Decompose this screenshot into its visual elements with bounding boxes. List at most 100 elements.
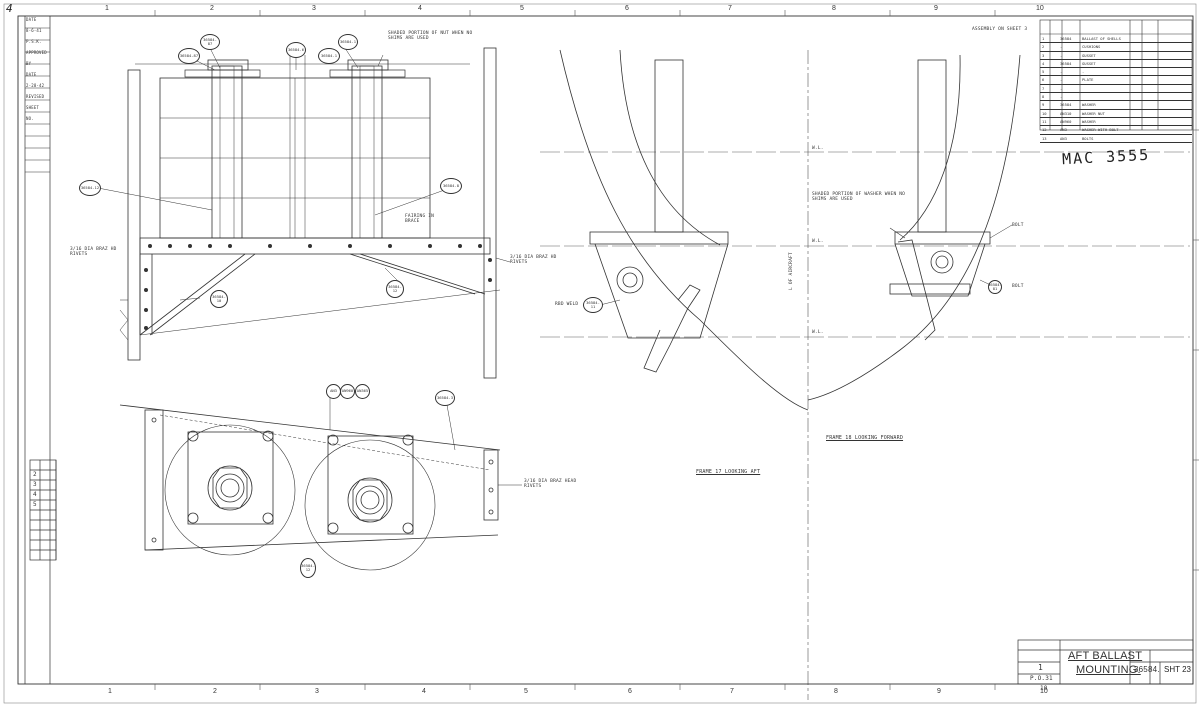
callout-bubble: AN960 xyxy=(340,384,355,399)
title-scale: P.O.31 xyxy=(1030,675,1053,682)
rev-date2-value: 2-28-42 xyxy=(26,83,45,88)
zone-bottom-6: 6 xyxy=(628,688,632,695)
zone-top-8: 8 xyxy=(832,5,836,12)
parts-list-cell-no: 2 xyxy=(1042,44,1045,50)
side-table-row-4: 5 xyxy=(33,501,37,508)
parts-list-table xyxy=(1039,19,1193,131)
zone-top-10: 10 xyxy=(1036,5,1044,12)
parts-list-row: 5-- xyxy=(1040,68,1192,77)
title-line-2: MOUNTING. xyxy=(1076,664,1141,676)
parts-list-row: 9 36584 WASHER xyxy=(1040,101,1192,110)
callout-bubble: 36584-8 xyxy=(440,178,462,194)
revision-column-text: DATE 8-6-41 P.S.K. APPROVED BY DATE 2-28… xyxy=(26,18,50,121)
parts-list-cell-no: 9 xyxy=(1042,102,1045,108)
zone-bottom-10: 10 xyxy=(1040,688,1048,695)
rev-date-value: 8-6-41 xyxy=(26,28,42,33)
parts-list-cell-no: 12 xyxy=(1042,127,1047,133)
parts-list-cell-desc: - xyxy=(1082,69,1085,75)
parts-list-row: 6-PLATE xyxy=(1040,76,1192,85)
wl-label-3: W.L. xyxy=(812,330,824,335)
callout-bubble: 36584-1 xyxy=(338,34,358,50)
zone-top-4: 4 xyxy=(418,5,422,12)
parts-list-cell-desc: WASHER WITH BOLT xyxy=(1082,127,1119,133)
rivet-note-bottom: 3/16 DIA BRAZ HEAD RIVETS xyxy=(524,479,577,489)
parts-list-cell-part: 36584 xyxy=(1060,36,1072,41)
zone-bottom-9: 9 xyxy=(937,688,941,695)
rivet-row xyxy=(144,244,492,330)
drawing-number: 36584. xyxy=(1134,665,1160,674)
side-table-row-1: 2 xyxy=(33,471,37,478)
wl-label-2: W.L. xyxy=(812,239,824,244)
fwd-view-caption: FRAME 18 LOOKING FORWARD xyxy=(826,435,904,441)
zone-bottom-5: 5 xyxy=(524,688,528,695)
parts-list-cell-no: 5 xyxy=(1042,69,1045,75)
callout-bubble: 36584-12 xyxy=(79,180,101,196)
frame-17-view xyxy=(540,49,1190,700)
parts-list-cell-no: 10 xyxy=(1042,110,1047,116)
parts-list-cell-no: 3 xyxy=(1042,52,1045,58)
top-note: SHADED PORTION OF NUT WHEN NO SHIMS ARE … xyxy=(388,31,473,41)
parts-list-row: 7- xyxy=(1040,85,1192,94)
parts-list-cell-part: 36584 xyxy=(1060,102,1072,108)
zone-bottom-2: 2 xyxy=(213,688,217,695)
sheet-label: SHT 2 xyxy=(1164,665,1187,674)
callout-bubble: 36584-6 xyxy=(286,42,306,58)
parts-list-cell-no: 13 xyxy=(1042,135,1047,141)
parts-list-cell-part: - xyxy=(1060,94,1063,100)
side-table-row-3: 4 xyxy=(33,491,37,498)
rev-sheet: SHEET xyxy=(26,105,40,110)
parts-list-cell-part: - xyxy=(1060,77,1063,83)
rivet-note-right: 3/16 DIA BRAZ HD RIVETS xyxy=(510,255,557,265)
side-table-row-2: 3 xyxy=(33,481,37,488)
assy-note: ASSEMBLY ON SHEET 3 xyxy=(972,27,1028,32)
parts-list-cell-part: AN960 xyxy=(1060,118,1072,124)
parts-list-cell-part: - xyxy=(1060,85,1063,91)
parts-list-cell-desc: GUSSET xyxy=(1082,60,1096,66)
title-zone: 10 xyxy=(1040,685,1048,692)
parts-list-cell-desc: BALLAST OF SHELLS xyxy=(1082,36,1121,41)
parts-list-cell-no: 7 xyxy=(1042,85,1045,91)
zone-top-2: 2 xyxy=(210,5,214,12)
elevation-view xyxy=(119,47,501,379)
zone-top-6: 6 xyxy=(625,5,629,12)
parts-list-cell-no: 11 xyxy=(1042,118,1047,124)
rev-no: NO. xyxy=(26,116,34,121)
right-note: SHADED PORTION OF WASHER WHEN NO SHIMS A… xyxy=(812,192,906,202)
parts-list-cell-part: AN3 xyxy=(1060,135,1067,141)
rbd-note: RBD WELD xyxy=(555,302,579,307)
parts-list-cell-part: - xyxy=(1060,44,1063,50)
callout-bubble: 36584-12 xyxy=(386,280,404,298)
callout-bubble: 36584-3 xyxy=(435,390,455,406)
zone-top-5: 5 xyxy=(520,5,524,12)
plan-view xyxy=(119,404,501,571)
sheet-total: 3 xyxy=(1186,665,1191,674)
zone-top-9: 9 xyxy=(934,5,938,12)
title-block xyxy=(1017,639,1194,685)
aft-view-caption: FRAME 17 LOOKING AFT xyxy=(696,469,761,475)
parts-list-cell-part: - xyxy=(1060,52,1063,58)
rev-revised: REVISED xyxy=(26,94,45,99)
parts-list-cell-desc: WASHER NUT xyxy=(1082,110,1105,116)
callout-bubble: AN3 xyxy=(326,384,341,399)
zone-bottom-1: 1 xyxy=(108,688,112,695)
parts-list-cell-no: 8 xyxy=(1042,94,1045,100)
callout-bubble: 36584-1 xyxy=(318,48,340,64)
rev-drawn-by: P.S.K. xyxy=(26,39,42,44)
sheet-number: SHT 23 xyxy=(1164,665,1191,674)
parts-list-row: 2 - CUSHIONS xyxy=(1040,43,1192,52)
rev-approved: APPROVED xyxy=(26,50,47,55)
parts-list-cell-desc: CUSHIONS xyxy=(1082,44,1101,50)
bolt-note-lower: BOLT xyxy=(1012,284,1024,289)
rev-date2-label: DATE xyxy=(26,72,37,77)
parts-list-cell-part: 36584 xyxy=(1060,60,1072,66)
zone-bottom-7: 7 xyxy=(730,688,734,695)
parts-list-cell-desc: WASHER xyxy=(1082,102,1096,108)
weld-label: FAIRING IN BRACE xyxy=(405,214,435,224)
rivet-note-left: 3/16 DIA BRAZ HD RIVETS xyxy=(70,247,117,257)
callout-bubble: 36584-11 xyxy=(583,297,603,313)
